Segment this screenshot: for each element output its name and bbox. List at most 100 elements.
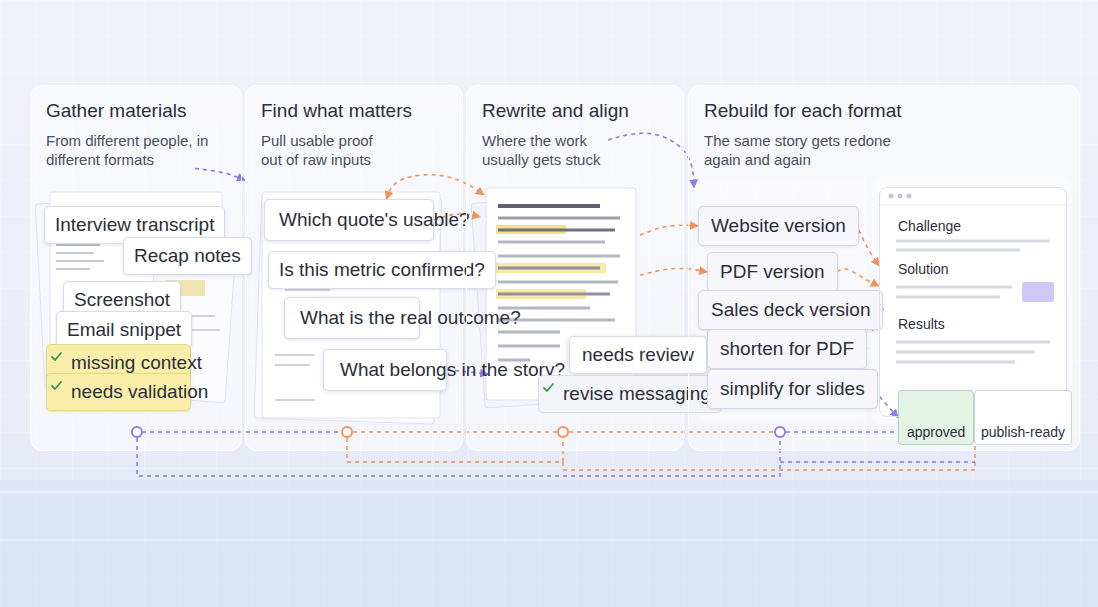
box-label: What belongs in the story? bbox=[340, 358, 430, 382]
stage-panel: Rewrite and alignWhere the work usually … bbox=[466, 85, 684, 451]
result-card-detail bbox=[896, 341, 1050, 344]
draft-document bbox=[498, 267, 600, 270]
section-heading: Results bbox=[898, 316, 1048, 333]
draft-document bbox=[498, 319, 615, 322]
paper-stack bbox=[56, 244, 100, 246]
box-label: Website version bbox=[711, 214, 846, 238]
status-pill: approved bbox=[898, 390, 974, 445]
sticky-note: needs validation bbox=[46, 373, 191, 411]
timeline-dot bbox=[775, 427, 785, 437]
result-card-detail bbox=[896, 296, 1000, 299]
dashed-connector bbox=[386, 175, 484, 199]
page-background bbox=[0, 492, 1098, 493]
page-background bbox=[0, 480, 1098, 607]
dashed-connector bbox=[447, 370, 488, 374]
dashed-connector bbox=[640, 225, 698, 235]
material-card: Is this metric confirmed? bbox=[268, 251, 496, 289]
timeline-rail bbox=[137, 432, 975, 476]
result-card-detail bbox=[896, 249, 1020, 252]
result-card-detail bbox=[878, 205, 1066, 206]
paper-stack bbox=[285, 289, 330, 291]
format-box: PDF version bbox=[707, 252, 838, 292]
format-box: Website version bbox=[698, 206, 859, 246]
dashed-connector bbox=[857, 225, 879, 266]
status-pill: publish-ready bbox=[974, 390, 1072, 445]
paper-stack bbox=[35, 192, 234, 403]
paper-stack bbox=[56, 260, 104, 262]
box-label: approved bbox=[907, 424, 965, 441]
draft-document bbox=[498, 307, 590, 310]
draft-document bbox=[498, 293, 610, 296]
stage-panel: Gather materialsFrom different people, i… bbox=[30, 85, 242, 451]
paper-stack bbox=[275, 399, 315, 401]
dashed-connector bbox=[195, 168, 245, 180]
timeline-dot bbox=[132, 427, 142, 437]
panel-fill bbox=[30, 85, 1080, 451]
section-heading: Solution bbox=[898, 261, 1048, 278]
section-heading: Challenge bbox=[898, 218, 1048, 235]
box-label: simplify for slides bbox=[720, 377, 865, 401]
dashed-connector bbox=[434, 214, 480, 220]
stage-title: Rewrite and align bbox=[482, 99, 668, 123]
dashed-connector bbox=[838, 269, 879, 286]
note-card: revise messaging bbox=[538, 375, 722, 413]
draft-document bbox=[498, 255, 620, 258]
box-label: Is this metric confirmed? bbox=[279, 258, 485, 282]
timeline-dot bbox=[558, 427, 568, 437]
question-card: Which quote's usable? bbox=[264, 199, 434, 241]
result-card-detail bbox=[878, 186, 1066, 416]
paper-stack bbox=[192, 329, 220, 331]
box-label: Recap notes bbox=[134, 244, 241, 268]
panel-fill bbox=[872, 175, 1072, 425]
timeline-rail bbox=[569, 431, 774, 433]
result-card-detail bbox=[896, 351, 1035, 354]
review-card: needs review bbox=[569, 336, 707, 374]
result-card-detail bbox=[907, 194, 912, 199]
draft-document bbox=[498, 345, 560, 348]
panel-fill bbox=[688, 85, 1080, 451]
result-card-detail bbox=[878, 186, 1066, 416]
draft-document bbox=[498, 331, 560, 334]
timeline-rail bbox=[353, 431, 557, 433]
page-background bbox=[0, 540, 1098, 541]
timeline-rail bbox=[780, 461, 975, 463]
result-card-detail bbox=[896, 361, 1015, 364]
stage-title: Find what matters bbox=[261, 99, 447, 123]
paper-stack bbox=[56, 252, 94, 254]
timeline-dot bbox=[342, 427, 352, 437]
timeline-rail bbox=[347, 438, 563, 462]
box-label: Which quote's usable? bbox=[279, 208, 379, 232]
material-card: Recap notes bbox=[123, 237, 252, 275]
paper-stack bbox=[56, 268, 90, 270]
result-card-detail bbox=[1022, 282, 1054, 302]
result-card-detail bbox=[898, 194, 903, 199]
draft-document bbox=[498, 281, 618, 284]
box-label: shorten for PDF bbox=[720, 337, 854, 361]
draft-document bbox=[498, 204, 600, 208]
dashed-connector bbox=[608, 133, 694, 187]
connector-group bbox=[195, 133, 898, 417]
format-box: shorten for PDF bbox=[707, 329, 867, 369]
stage-subtitle: From different people, in different form… bbox=[46, 131, 214, 169]
question-card: What is the real outcome? bbox=[284, 297, 420, 339]
result-card-detail bbox=[889, 194, 894, 199]
stage-subtitle: The same story gets redone again and aga… bbox=[704, 131, 914, 169]
paper-stack bbox=[275, 364, 310, 366]
stage-panel: Rebuild for each formatThe same story ge… bbox=[688, 85, 1080, 451]
draft-document bbox=[496, 263, 606, 273]
format-box: Sales deck version bbox=[698, 290, 883, 330]
box-label: Screenshot bbox=[74, 288, 170, 312]
stage-subtitle: Pull usable proof out of raw inputs bbox=[261, 131, 391, 169]
check-mark bbox=[52, 353, 61, 360]
box-label: What is the real outcome? bbox=[300, 306, 404, 330]
stage-panel: Find what mattersPull usable proof out o… bbox=[245, 85, 463, 451]
result-card-detail bbox=[896, 240, 1050, 243]
timeline-dot bbox=[132, 427, 980, 437]
paper-stack bbox=[275, 354, 315, 356]
box-label: Email snippet bbox=[67, 318, 181, 342]
draft-document bbox=[498, 217, 620, 220]
draft-document bbox=[498, 359, 530, 362]
